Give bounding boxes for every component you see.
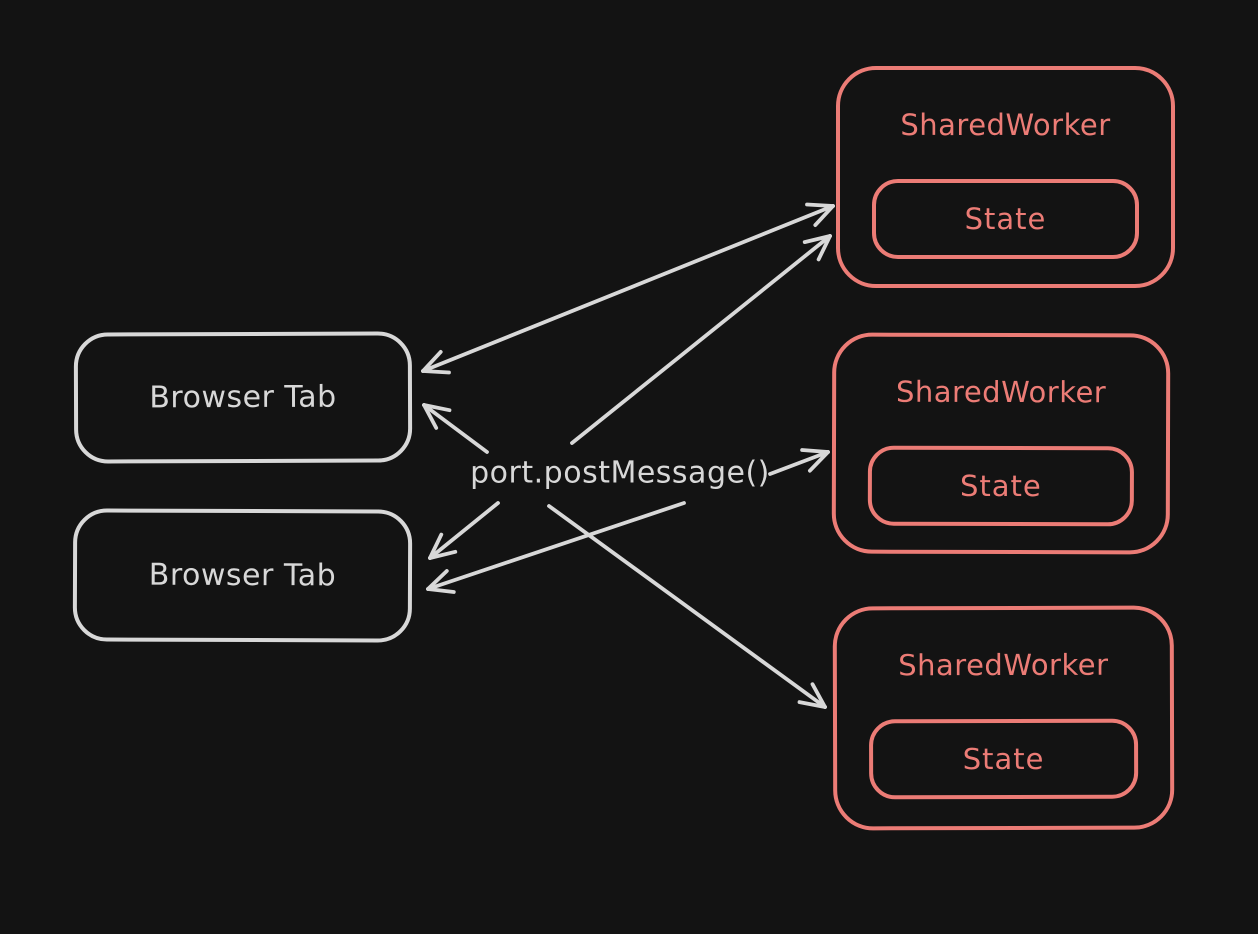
shared-worker-3-state-box: State: [869, 718, 1139, 800]
shared-worker-1-state-box: State: [872, 179, 1139, 259]
shared-worker-2-state-label: State: [959, 468, 1042, 504]
shared-worker-1-box: SharedWorker State: [836, 66, 1175, 288]
shared-worker-1-state-label: State: [964, 202, 1047, 236]
browser-tab-2-box: Browser Tab: [72, 508, 413, 643]
shared-worker-2-state-box: State: [867, 445, 1134, 527]
shared-worker-3-box: SharedWorker State: [832, 605, 1175, 831]
browser-tab-1-label: Browser Tab: [149, 379, 337, 416]
shared-worker-1-title: SharedWorker: [900, 108, 1111, 142]
arrow-tab1-worker1: [421, 202, 835, 375]
arrow-label-tab2: [428, 501, 500, 560]
arrow-label-tab2-lower: [426, 501, 686, 594]
arrow-label-tab1: [422, 403, 489, 454]
browser-tab-1-box: Browser Tab: [73, 331, 413, 464]
shared-worker-2-title: SharedWorker: [895, 374, 1107, 410]
shared-worker-2-box: SharedWorker State: [831, 332, 1171, 555]
browser-tab-2-label: Browser Tab: [148, 557, 337, 594]
port-postmessage-label: port.postMessage(): [470, 455, 770, 491]
arrow-label-worker3: [547, 504, 827, 709]
arrow-label-worker1: [570, 234, 832, 445]
shared-worker-3-title: SharedWorker: [898, 647, 1109, 683]
arrow-label-worker2: [768, 448, 830, 476]
shared-worker-3-state-label: State: [962, 741, 1045, 777]
